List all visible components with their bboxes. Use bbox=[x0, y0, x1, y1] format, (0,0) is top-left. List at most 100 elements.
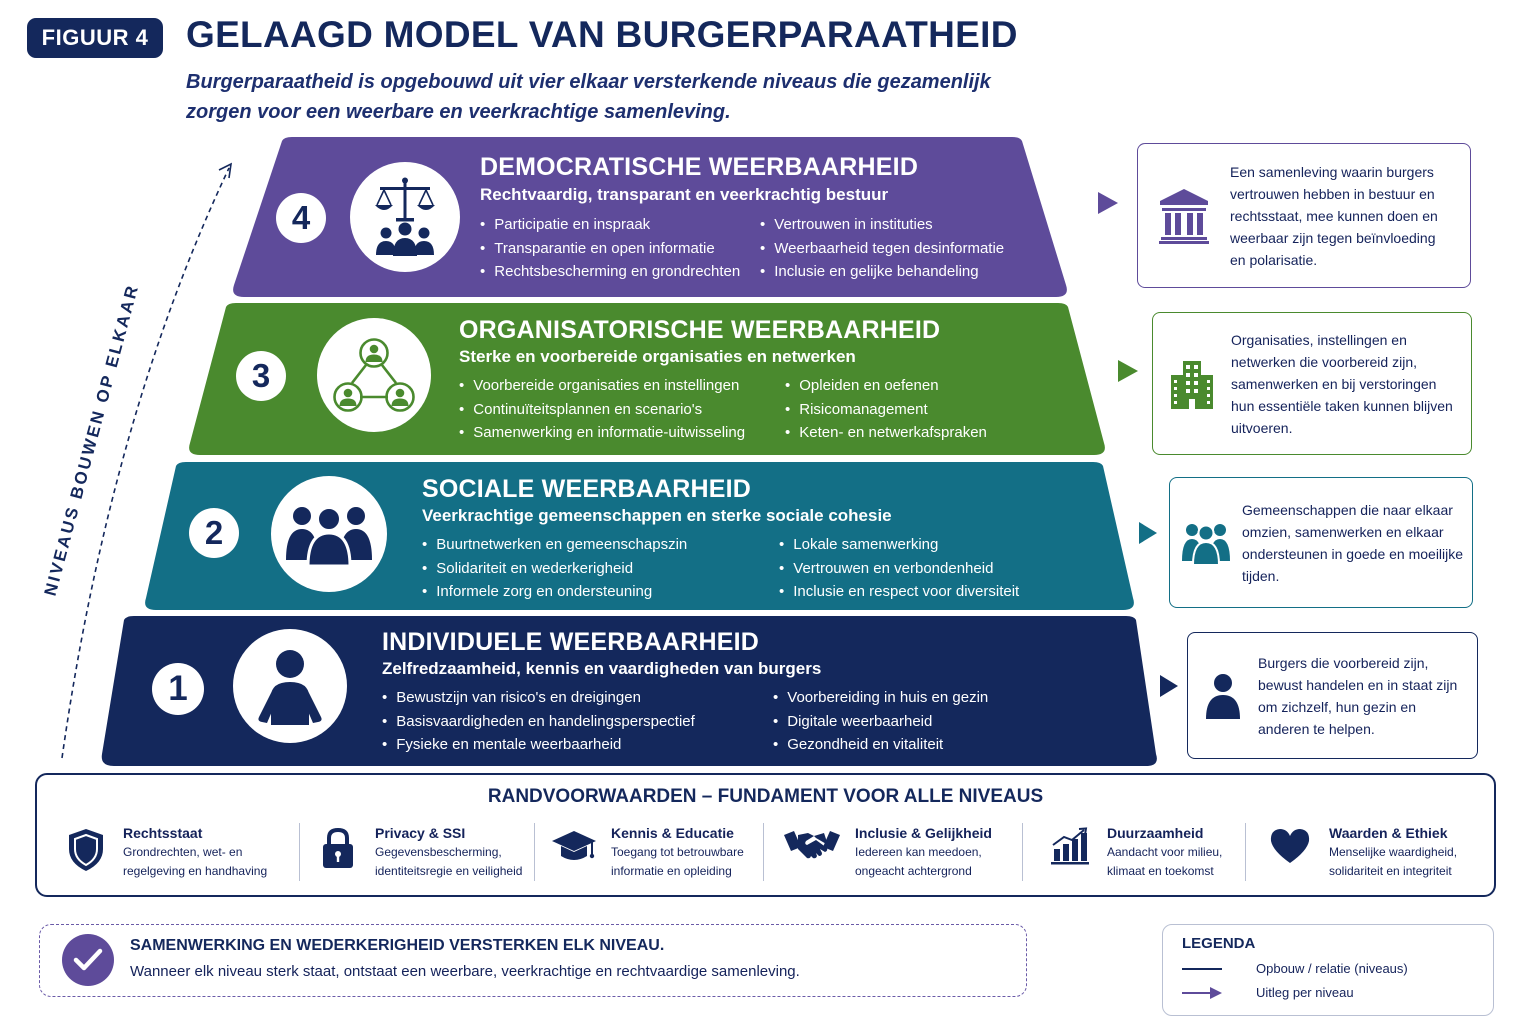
person-icon bbox=[1206, 673, 1240, 719]
network-icon bbox=[333, 338, 415, 412]
condition-kennis: Kennis & Educatie Toegang tot betrouwbar… bbox=[549, 823, 774, 885]
bullet-item: Solidariteit en wederkerigheid bbox=[422, 557, 687, 581]
level-4-title: DEMOCRATISCHE WEERBAARHEID bbox=[480, 153, 919, 181]
level-4-description-text: Een samenleving waarin burgers vertrouwe… bbox=[1230, 163, 1438, 268]
cooperation-title: SAMENWERKING EN WEDERKERIGHEID VERSTERKE… bbox=[130, 937, 665, 954]
level-3-tier: 3 ORGANISATORISCHE WEERBAARHEID Sterke e… bbox=[186, 303, 1108, 455]
level-3-number: 3 bbox=[236, 351, 286, 401]
level-2-tier: 2 SOCIALE WEERBAARHEID Veerkrachtige gem… bbox=[142, 462, 1137, 610]
condition-title: Waarden & Ethiek bbox=[1329, 825, 1448, 841]
level-1-description: Burgers die voorbereid zijn, bewust hand… bbox=[1187, 632, 1478, 759]
condition-description: informatie en opleiding bbox=[611, 864, 732, 878]
condition-description: Aandacht voor milieu, bbox=[1107, 845, 1223, 859]
level-2-icon-circle bbox=[271, 476, 387, 592]
legend-item-relation: Opbouw / relatie (niveaus) bbox=[1182, 961, 1408, 976]
condition-description: klimaat en toekomst bbox=[1107, 864, 1214, 878]
bullet-item: Fysieke en mentale weerbaarheid bbox=[382, 733, 695, 757]
institution-icon bbox=[1159, 188, 1209, 244]
condition-description: identiteitsregie en veiligheid bbox=[375, 864, 523, 878]
divider bbox=[763, 823, 764, 881]
condition-title: Inclusie & Gelijkheid bbox=[855, 825, 992, 841]
bullet-item: Inclusie en gelijke behandeling bbox=[760, 260, 1004, 284]
level-2-bullets-left: Buurtnetwerken en gemeenschapszin Solida… bbox=[422, 533, 687, 604]
legend-title: LEGENDA bbox=[1182, 935, 1256, 952]
bullet-item: Basisvaardigheden en handelingsperspecti… bbox=[382, 710, 695, 734]
level-2-subtitle: Veerkrachtige gemeenschappen en sterke s… bbox=[422, 506, 892, 525]
handshake-icon bbox=[784, 831, 840, 859]
level-4-icon-circle bbox=[350, 162, 460, 272]
solid-line-icon bbox=[1182, 967, 1222, 970]
growth-chart-icon bbox=[1051, 827, 1089, 865]
level-1-number: 1 bbox=[152, 663, 204, 715]
group-icon bbox=[1182, 523, 1230, 565]
foundation-title: RANDVOORWAARDEN – FUNDAMENT VOOR ALLE NI… bbox=[487, 786, 1044, 807]
condition-description: Gegevensbescherming, bbox=[375, 845, 502, 859]
legend-item-explanation: Uitleg per niveau bbox=[1182, 985, 1354, 1000]
page-subtitle: Burgerparaatheid is opgebouwd uit vier e… bbox=[186, 71, 991, 123]
level-2-description-text: Gemeenschappen die naar elkaar omzien, s… bbox=[1242, 501, 1464, 584]
condition-description: regelgeving en handhaving bbox=[123, 864, 268, 878]
level-4-subtitle: Rechtvaardig, transparant en veerkrachti… bbox=[480, 185, 889, 204]
heart-icon bbox=[1270, 829, 1310, 863]
bullet-item: Continuïteitsplannen en scenario's bbox=[459, 398, 745, 422]
bullet-item: Voorbereiding in huis en gezin bbox=[773, 686, 988, 710]
level-4-bullets-right: Vertrouwen in instituties Weerbaarheid t… bbox=[760, 213, 1004, 284]
foundation-panel: RANDVOORWAARDEN – FUNDAMENT VOOR ALLE NI… bbox=[35, 773, 1496, 897]
level-4-arrow bbox=[1098, 192, 1118, 214]
level-3-bullets-left: Voorbereide organisaties en instellingen… bbox=[459, 374, 745, 445]
condition-privacy: Privacy & SSI Gegevensbescherming, ident… bbox=[313, 823, 543, 885]
condition-description: Toegang tot betrouwbare bbox=[611, 845, 744, 859]
level-2-number: 2 bbox=[189, 508, 239, 558]
divider bbox=[1245, 823, 1246, 881]
condition-description: Menselijke waardigheid, bbox=[1329, 845, 1458, 859]
level-3-subtitle: Sterke en voorbereide organisaties en ne… bbox=[459, 347, 856, 366]
divider bbox=[299, 823, 300, 881]
legend-label: Opbouw / relatie (niveaus) bbox=[1256, 961, 1408, 976]
level-1-title: INDIVIDUELE WEERBAARHEID bbox=[382, 628, 760, 656]
bullet-item: Vertrouwen en verbondenheid bbox=[779, 557, 1019, 581]
bullet-item: Participatie en inspraak bbox=[480, 213, 740, 237]
figure-badge: FIGUUR 4 bbox=[27, 18, 163, 58]
level-1-subtitle: Zelfredzaamheid, kennis en vaardigheden … bbox=[382, 659, 822, 678]
bullet-item: Transparantie en open informatie bbox=[480, 237, 740, 261]
scales-people-icon bbox=[375, 177, 435, 256]
level-4-number: 4 bbox=[276, 193, 326, 243]
bullet-item: Opleiden en oefenen bbox=[785, 374, 987, 398]
cooperation-callout: SAMENWERKING EN WEDERKERIGHEID VERSTERKE… bbox=[39, 924, 1027, 997]
bullet-item: Digitale weerbaarheid bbox=[773, 710, 988, 734]
bullet-item: Gezondheid en vitaliteit bbox=[773, 733, 988, 757]
level-4-bullets-left: Participatie en inspraak Transparantie e… bbox=[480, 213, 740, 284]
level-2-description: Gemeenschappen die naar elkaar omzien, s… bbox=[1169, 477, 1473, 608]
page-title: GELAAGD MODEL VAN BURGERPARAATHEID bbox=[186, 14, 1018, 55]
condition-title: Duurzaamheid bbox=[1107, 825, 1204, 841]
bullet-item: Lokale samenwerking bbox=[779, 533, 1019, 557]
divider bbox=[1022, 823, 1023, 881]
build-up-arrow bbox=[61, 162, 233, 759]
bullet-item: Keten- en netwerkafspraken bbox=[785, 421, 987, 445]
legend-label: Uitleg per niveau bbox=[1256, 985, 1354, 1000]
lock-icon bbox=[323, 827, 353, 868]
level-1-icon-circle bbox=[233, 629, 347, 743]
bullet-item: Inclusie en respect voor diversiteit bbox=[779, 580, 1019, 604]
check-icon bbox=[62, 934, 114, 986]
bullet-item: Vertrouwen in instituties bbox=[760, 213, 1004, 237]
cooperation-text: Wanneer elk niveau sterk staat, ontstaat… bbox=[130, 963, 800, 980]
bullet-item: Rechtsbescherming en grondrechten bbox=[480, 260, 740, 284]
condition-duurzaamheid: Duurzaamheid Aandacht voor milieu, klima… bbox=[1045, 823, 1255, 885]
level-3-arrow bbox=[1118, 360, 1138, 382]
level-3-bullets-right: Opleiden en oefenen Risicomanagement Ket… bbox=[785, 374, 987, 445]
level-1-arrow bbox=[1160, 675, 1178, 697]
level-1-bullets-left: Bewustzijn van risico's en dreigingen Ba… bbox=[382, 686, 695, 757]
condition-waarden: Waarden & Ethiek Menselijke waardigheid,… bbox=[1265, 823, 1485, 885]
level-1-tier: 1 INDIVIDUELE WEERBAARHEID Zelfredzaamhe… bbox=[100, 616, 1160, 766]
level-2-arrow bbox=[1139, 522, 1157, 544]
level-2-bullets-right: Lokale samenwerking Vertrouwen en verbon… bbox=[779, 533, 1019, 604]
level-2-title: SOCIALE WEERBAARHEID bbox=[422, 475, 752, 503]
level-3-icon-circle bbox=[317, 318, 431, 432]
level-3-description: Organisaties, instellingen en netwerken … bbox=[1152, 312, 1472, 455]
divider bbox=[534, 823, 535, 881]
bullet-item: Samenwerking en informatie-uitwisseling bbox=[459, 421, 745, 445]
condition-title: Rechtsstaat bbox=[123, 825, 203, 841]
bullet-item: Risicomanagement bbox=[785, 398, 987, 422]
level-3-title: ORGANISATORISCHE WEERBAARHEID bbox=[459, 316, 941, 344]
